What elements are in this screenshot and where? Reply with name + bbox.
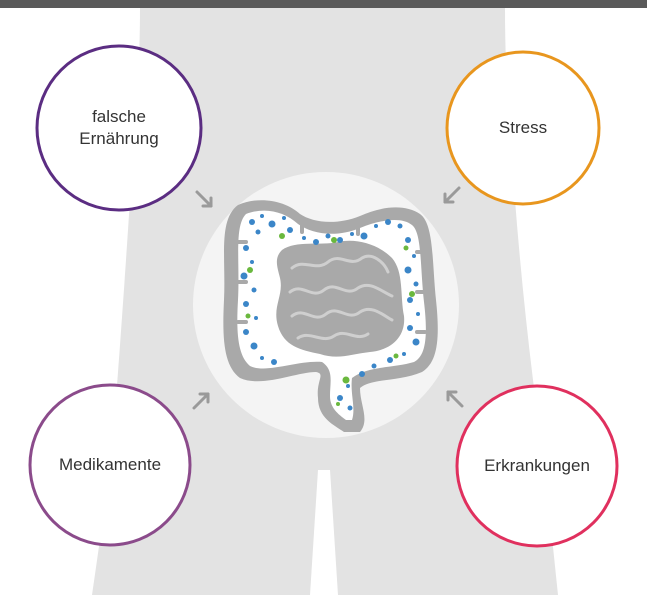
top-bar <box>0 0 647 8</box>
factor-label-diet-line1: falsche <box>29 106 209 128</box>
factor-label-diet-line2: Ernährung <box>29 128 209 150</box>
factor-label-medication: Medikamente <box>20 454 200 476</box>
factor-label-stress: Stress <box>433 117 613 139</box>
factor-label-disease: Erkrankungen <box>447 455 627 477</box>
factor-label-diet: falsche Ernährung <box>29 106 209 150</box>
